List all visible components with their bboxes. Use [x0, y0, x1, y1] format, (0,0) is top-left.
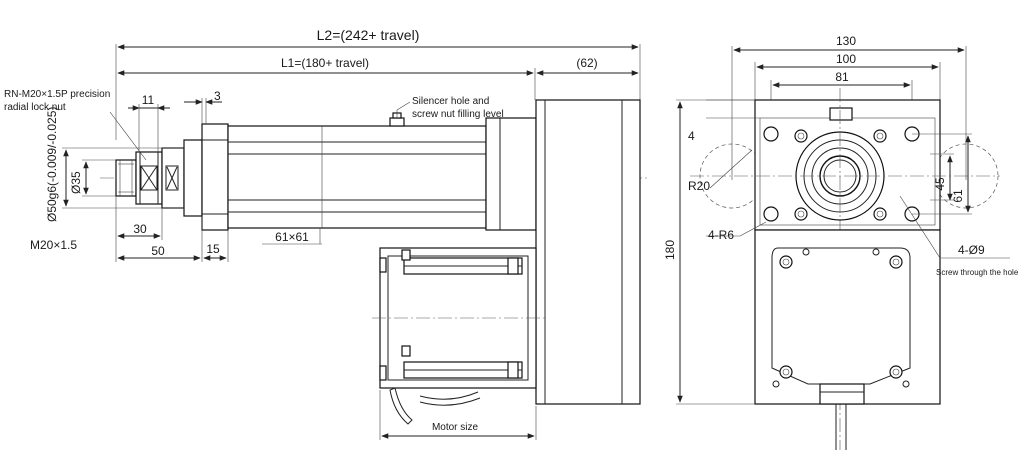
r20-callout: R20 — [688, 149, 753, 193]
diameter-dimensions: Ø50g6(-0.009/-0.025) Ø35 — [45, 107, 184, 222]
actuator-profile-tube — [227, 125, 487, 229]
dimension-130: 130 — [731, 34, 967, 180]
rear-housing — [485, 117, 537, 231]
dim-50-label: 50 — [151, 244, 165, 258]
silencer-line2: screw nut filling level — [412, 109, 504, 120]
dimension-45-61: 45 61 — [912, 133, 972, 215]
hole-label: 4-Ø9 — [958, 243, 985, 257]
dimension-100: 100 — [754, 52, 941, 100]
silencer-callout: Silencer hole and screw nut filling leve… — [396, 96, 504, 120]
dim-4-label: 4 — [688, 129, 695, 143]
nut-note-line2: radial lock nut — [4, 102, 66, 113]
dimension-11: 11 — [128, 93, 170, 152]
l1-label: L1=(180+ travel) — [281, 56, 369, 70]
dimension-180: 180 — [663, 99, 755, 405]
side-view: L2=(242+ travel) L1=(180+ travel) (62) — [4, 27, 650, 440]
lock-nut — [135, 151, 163, 205]
motor-size-label: Motor size — [432, 422, 479, 433]
rod-thread — [115, 159, 137, 197]
front-end-cap — [201, 123, 229, 231]
silencer-port — [389, 110, 405, 127]
dim-15-label: 15 — [206, 242, 220, 256]
dimension-l1: L1=(180+ travel) (62) — [117, 56, 639, 100]
dim-61-label: 61 — [951, 189, 965, 203]
motor-plate — [754, 229, 941, 450]
thread-label: M20×1.5 — [30, 238, 77, 252]
dim-100-label: 100 — [836, 52, 856, 66]
bottom-dimensions: 30 50 15 M20×1.5 — [30, 196, 229, 262]
dim-62-label: (62) — [576, 56, 597, 70]
gearbox-block — [535, 99, 641, 405]
rod-bushing — [161, 139, 203, 217]
dim-30-label: 30 — [133, 222, 147, 236]
dim-45-label: 45 — [933, 177, 947, 191]
dim-81-label: 81 — [835, 70, 849, 84]
r20-label: R20 — [688, 179, 710, 193]
dimension-l2: L2=(242+ travel) — [115, 27, 641, 140]
dim-180-label: 180 — [663, 240, 677, 260]
dimension-motor-size: Motor size — [379, 390, 537, 440]
dia-35-label: Ø35 — [69, 171, 83, 194]
r6-label: 4-R6 — [708, 228, 734, 242]
end-view: 130 100 81 — [663, 34, 1019, 450]
dimension-3: 3 — [184, 89, 222, 124]
dim-3-label: 3 — [214, 89, 221, 103]
dim-11-label: 11 — [142, 93, 155, 107]
silencer-line1: Silencer hole and — [412, 96, 489, 107]
profile-size-callout: 61×61 — [262, 228, 322, 245]
hole-callout: 4-Ø9 Screw through the hole — [899, 195, 1019, 277]
lock-nut-callout: RN-M20×1.5P precision radial lock nut — [4, 89, 147, 161]
hole-note: Screw through the hole — [936, 268, 1019, 277]
dia-50-label: Ø50g6(-0.009/-0.025) — [45, 107, 59, 222]
dim-130-label: 130 — [836, 34, 856, 48]
nut-note-line1: RN-M20×1.5P precision — [4, 89, 110, 100]
r6-callout: 4-R6 — [706, 221, 767, 242]
dimension-4: 4 — [688, 99, 760, 143]
motor-body — [372, 247, 545, 425]
l2-label: L2=(242+ travel) — [317, 27, 420, 43]
profile-size-label: 61×61 — [275, 230, 309, 244]
